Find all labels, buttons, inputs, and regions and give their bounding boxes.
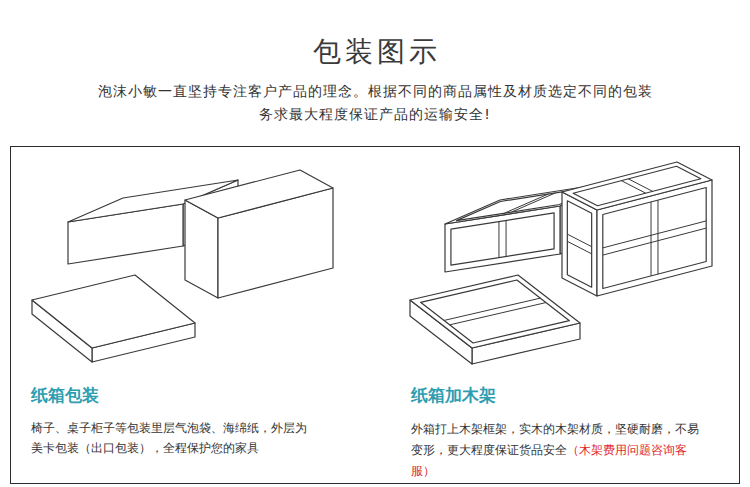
plank-frame [451,213,554,265]
carton-box [32,275,195,362]
intro-text: 泡沫小敏一直坚持专注客户产品的理念。根据不同的商品属性及材质选定不同的包装 务求… [92,80,658,126]
plank-line [621,181,645,194]
box-top [185,170,333,218]
wooden-crate [410,275,580,364]
plank-line [444,298,540,320]
plank-frame [603,188,706,289]
plank-frame [421,280,570,343]
section-heading: 纸箱加木架 [411,384,711,406]
content-frame: 纸箱包装椅子、桌子柜子等包装里层气泡袋、海绵纸，外层为美卡包装（出口包装），全程… [10,146,740,484]
plank-line [498,222,499,258]
plank-line [651,202,652,276]
plank-line [504,194,548,213]
plank-line [603,221,706,248]
plank-line [603,228,706,255]
box-top [32,275,195,348]
plank-line [628,179,652,192]
box-top [410,275,580,348]
plank-line [512,193,556,212]
carton-box [185,170,333,298]
plank-frame [567,201,591,288]
plank-line [567,234,591,247]
section-heading: 纸箱包装 [31,384,331,406]
plank-line [567,241,591,254]
plank-line [450,303,546,325]
section-body: 椅子、桌子柜子等包装里层气泡袋、海绵纸，外层为美卡包装（出口包装），全程保护您的… [31,418,317,458]
wooden-crate [562,162,712,296]
page-title: 包装图示 [0,34,750,70]
plank-line [657,200,658,274]
plank-line [506,220,507,256]
